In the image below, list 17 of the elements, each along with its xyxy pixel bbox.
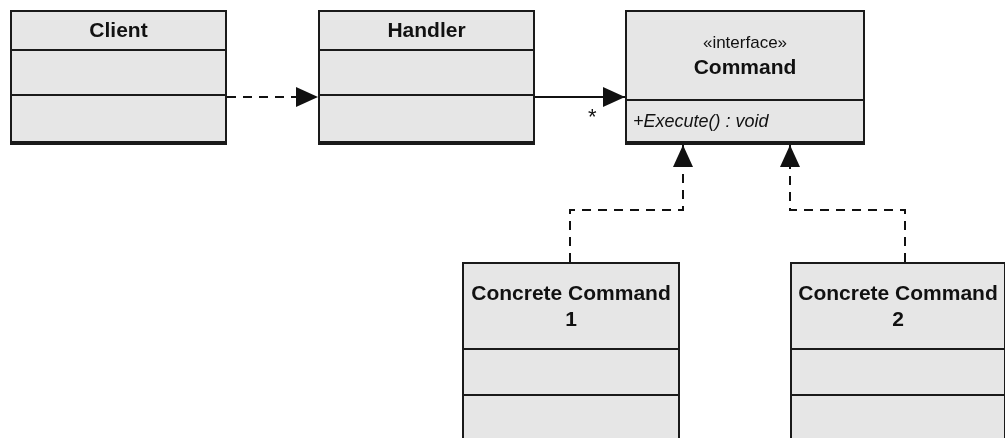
class-name: Client <box>89 17 148 44</box>
class-box <box>318 10 535 145</box>
multiplicity-label: * <box>588 104 597 130</box>
class-name: Concrete Command 1 <box>470 280 672 333</box>
class-box <box>790 262 1005 438</box>
stereotype-label: «interface» <box>702 31 788 54</box>
class-name: Handler <box>387 17 466 44</box>
arrow <box>780 144 906 263</box>
class-name: Command <box>693 53 797 80</box>
arrow <box>569 144 693 263</box>
method-signature: +Execute() : void <box>633 110 769 132</box>
class-box <box>462 262 680 438</box>
arrow <box>534 87 626 107</box>
class-box <box>625 10 865 145</box>
arrow <box>226 87 319 107</box>
class-name: Concrete Command 2 <box>797 280 999 333</box>
class-box <box>10 10 227 145</box>
